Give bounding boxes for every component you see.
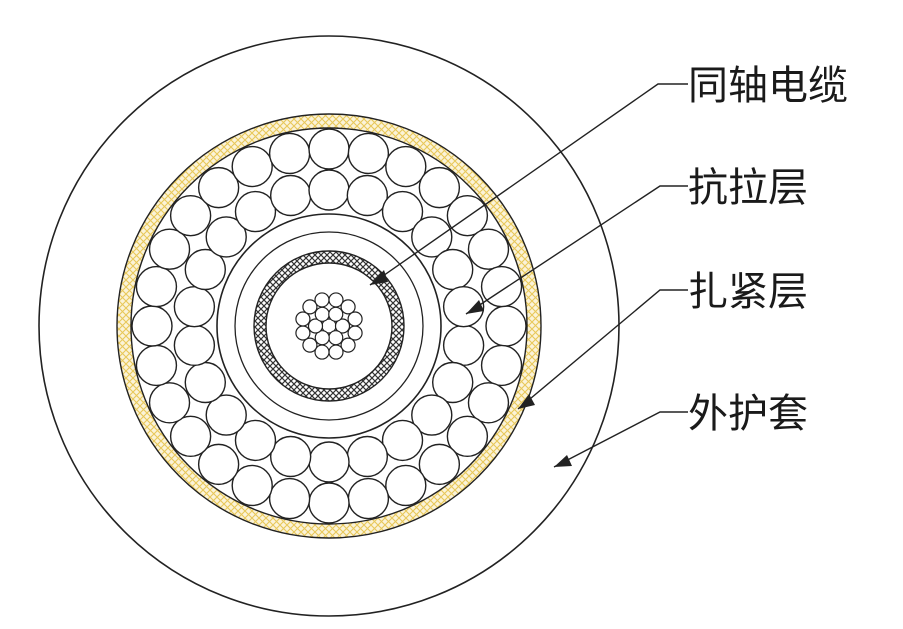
tensile-strand [308, 169, 350, 211]
tensile-strand [269, 174, 312, 217]
tensile-strand [231, 145, 273, 188]
tensile-strand [135, 265, 178, 308]
conductor-strand [314, 292, 330, 308]
conductor-strand [302, 337, 318, 353]
tensile-strand [347, 477, 390, 520]
conductor-strand [340, 337, 356, 353]
tensile-strand [418, 166, 461, 209]
conductor-strand [314, 306, 330, 322]
arrow-sheath [554, 455, 572, 467]
label-outer-sheath: 外护套 [688, 391, 808, 437]
tensile-strand [308, 441, 350, 483]
tensile-strand [169, 415, 212, 458]
conductor-strand [314, 344, 330, 360]
tensile-strand [381, 419, 424, 462]
tensile-strand [173, 324, 216, 367]
conductor-strand [302, 299, 318, 315]
arrow-binding [518, 394, 535, 409]
conductor-strand [307, 318, 324, 334]
conductor-strand [340, 299, 356, 315]
tensile-strand [432, 361, 474, 404]
tensile-strand [446, 194, 489, 237]
tensile-strand [268, 132, 311, 175]
tensile-strand [432, 248, 474, 291]
conductor-strand [295, 311, 311, 327]
label-coax-cable: 同轴电缆 [688, 63, 848, 109]
leader-binding [517, 289, 688, 410]
label-tensile-layer: 抗拉层 [688, 165, 808, 211]
tensile-strand [308, 482, 350, 524]
conductor-strand [328, 292, 344, 308]
tensile-strand [205, 394, 247, 436]
tensile-strand [442, 285, 485, 328]
conductor-strand [328, 330, 344, 346]
conductor-strand [328, 306, 344, 322]
tensile-strand [418, 443, 461, 486]
tensile-strand [308, 128, 350, 170]
tensile-strand [346, 435, 389, 478]
leader-tensile [465, 185, 688, 315]
tensile-strand [205, 216, 247, 258]
conductor-strands [295, 292, 363, 360]
tensile-strand [269, 435, 312, 478]
tensile-strand [173, 285, 216, 328]
arrow-tensile [466, 300, 484, 314]
tensile-strand [411, 394, 453, 436]
tensile-strand [231, 464, 273, 507]
conductor-strand [328, 344, 344, 360]
leader-lines [369, 83, 688, 468]
leader-coax [369, 83, 688, 286]
tensile-strand [184, 361, 226, 404]
tensile-strand [234, 419, 277, 462]
tensile-strand [385, 464, 427, 507]
tensile-strand [446, 415, 489, 458]
tensile-strand [442, 324, 485, 367]
conductor-strand [347, 311, 363, 327]
label-binding-layer: 扎紧层 [688, 269, 808, 315]
tensile-strand [197, 443, 240, 486]
tensile-strands [131, 128, 527, 524]
arrow-coax [370, 270, 388, 285]
tensile-strand [197, 166, 240, 209]
conductor-strand [295, 325, 311, 341]
tensile-strand [268, 477, 311, 520]
tensile-strand [234, 190, 277, 233]
tensile-strand [148, 382, 191, 424]
tensile-strand [131, 305, 173, 347]
tensile-strand [480, 344, 523, 387]
tensile-strand [148, 228, 191, 270]
leader-sheath [553, 411, 688, 468]
tensile-strand [346, 174, 389, 217]
tensile-strand [485, 305, 527, 347]
conductor-strand [334, 318, 351, 334]
tensile-strand [411, 216, 453, 258]
tensile-strand [184, 248, 226, 291]
tensile-strand [467, 382, 510, 424]
tensile-strand [169, 194, 212, 237]
tensile-strand [467, 228, 510, 270]
tensile-strand [347, 132, 390, 175]
tensile-strand [135, 344, 178, 387]
tensile-strand [381, 190, 424, 233]
tensile-strand [385, 145, 427, 188]
